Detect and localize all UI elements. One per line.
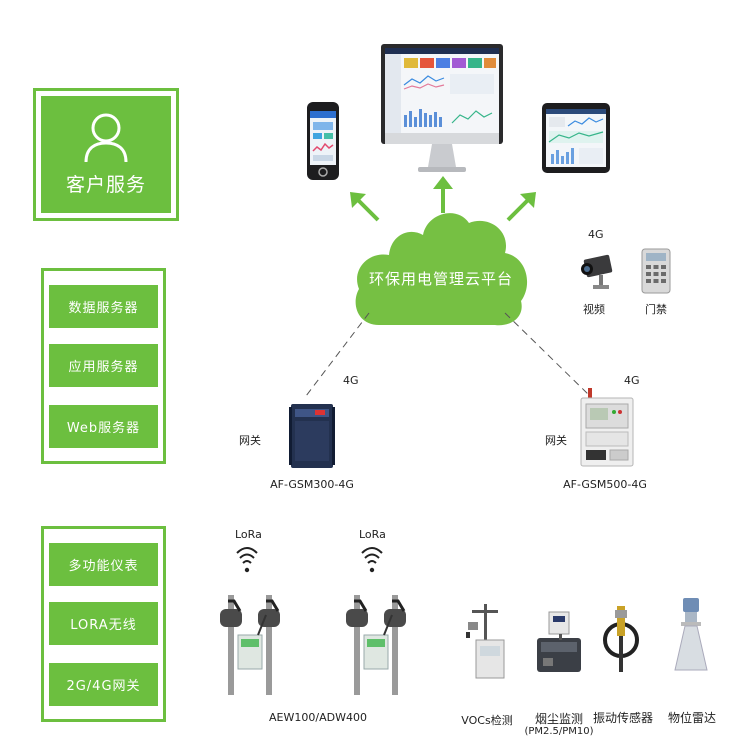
tablet-icon: [542, 103, 610, 173]
data-server-label: 数据服务器: [68, 301, 139, 316]
cloud-shape: [355, 213, 528, 326]
level-radar-icon: [674, 598, 708, 671]
lora-meter-device-1: [220, 595, 280, 695]
lora-label-1: LoRa: [235, 528, 262, 541]
gateway-left-device: [289, 404, 335, 468]
customer-service-box[interactable]: 客户服务: [41, 96, 171, 213]
wifi-icon-2: [361, 547, 383, 573]
server-panel: 数据服务器 应用服务器 Web服务器: [41, 268, 166, 464]
multi-meter-label: 多功能仪表: [68, 559, 139, 574]
lora-wireless-label: LORA无线: [70, 618, 137, 633]
link-4g-left: 4G: [343, 374, 359, 387]
lora-wireless-box[interactable]: LORA无线: [49, 602, 158, 645]
cloud-platform-label: 环保用电管理云平台: [368, 270, 513, 288]
lora-label-2: LoRa: [359, 528, 386, 541]
dust-monitor-label: 烟尘监测: [534, 712, 583, 726]
access-label: 门禁: [645, 303, 667, 316]
arrow-up-icon: [433, 176, 453, 213]
customer-service-label: 客户服务: [65, 174, 146, 196]
data-server-box[interactable]: 数据服务器: [49, 285, 158, 328]
web-server-box[interactable]: Web服务器: [49, 405, 158, 448]
dust-monitor-sublabel: (PM2.5/PM10): [524, 726, 594, 737]
link-4g-right: 4G: [624, 374, 640, 387]
video-label: 视频: [583, 303, 605, 316]
gateway-2g4g-label: 2G/4G网关: [66, 679, 141, 694]
multi-meter-box[interactable]: 多功能仪表: [49, 543, 158, 586]
vibration-sensor-icon: [603, 606, 639, 672]
wifi-icon-1: [236, 547, 258, 573]
vocs-label: VOCs检测: [461, 714, 513, 727]
user-icon: [84, 113, 128, 163]
vibration-sensor-label: 振动传感器: [592, 711, 653, 725]
web-server-label: Web服务器: [66, 421, 141, 436]
vocs-sensor-icon: [466, 604, 505, 679]
gateway-right-device: [580, 388, 634, 467]
monitor-icon: [381, 44, 503, 172]
gateway-2g4g-box[interactable]: 2G/4G网关: [49, 663, 158, 706]
arrow-up-right-icon: [506, 192, 536, 222]
customer-service-panel: 客户服务: [33, 88, 179, 221]
app-server-label: 应用服务器: [68, 360, 139, 375]
gateway-left-caption: 网关: [239, 434, 261, 447]
level-radar-label: 物位雷达: [667, 711, 716, 725]
dust-monitor-icon: [537, 611, 581, 672]
camera-icon: [581, 254, 613, 289]
lora-meter-device-2: [346, 595, 406, 695]
link-4g-top: 4G: [588, 228, 604, 241]
device-panel: 多功能仪表 LORA无线 2G/4G网关: [41, 526, 166, 722]
arrow-up-left-icon: [350, 192, 380, 222]
phone-icon: [307, 102, 339, 180]
access-control-icon: [641, 248, 671, 294]
gateway-right-caption: 网关: [545, 434, 567, 447]
lora-meter-model: AEW100/ADW400: [269, 711, 367, 724]
app-server-box[interactable]: 应用服务器: [49, 344, 158, 387]
gateway-right-model: AF-GSM500-4G: [563, 478, 647, 491]
gateway-left-model: AF-GSM300-4G: [270, 478, 354, 491]
